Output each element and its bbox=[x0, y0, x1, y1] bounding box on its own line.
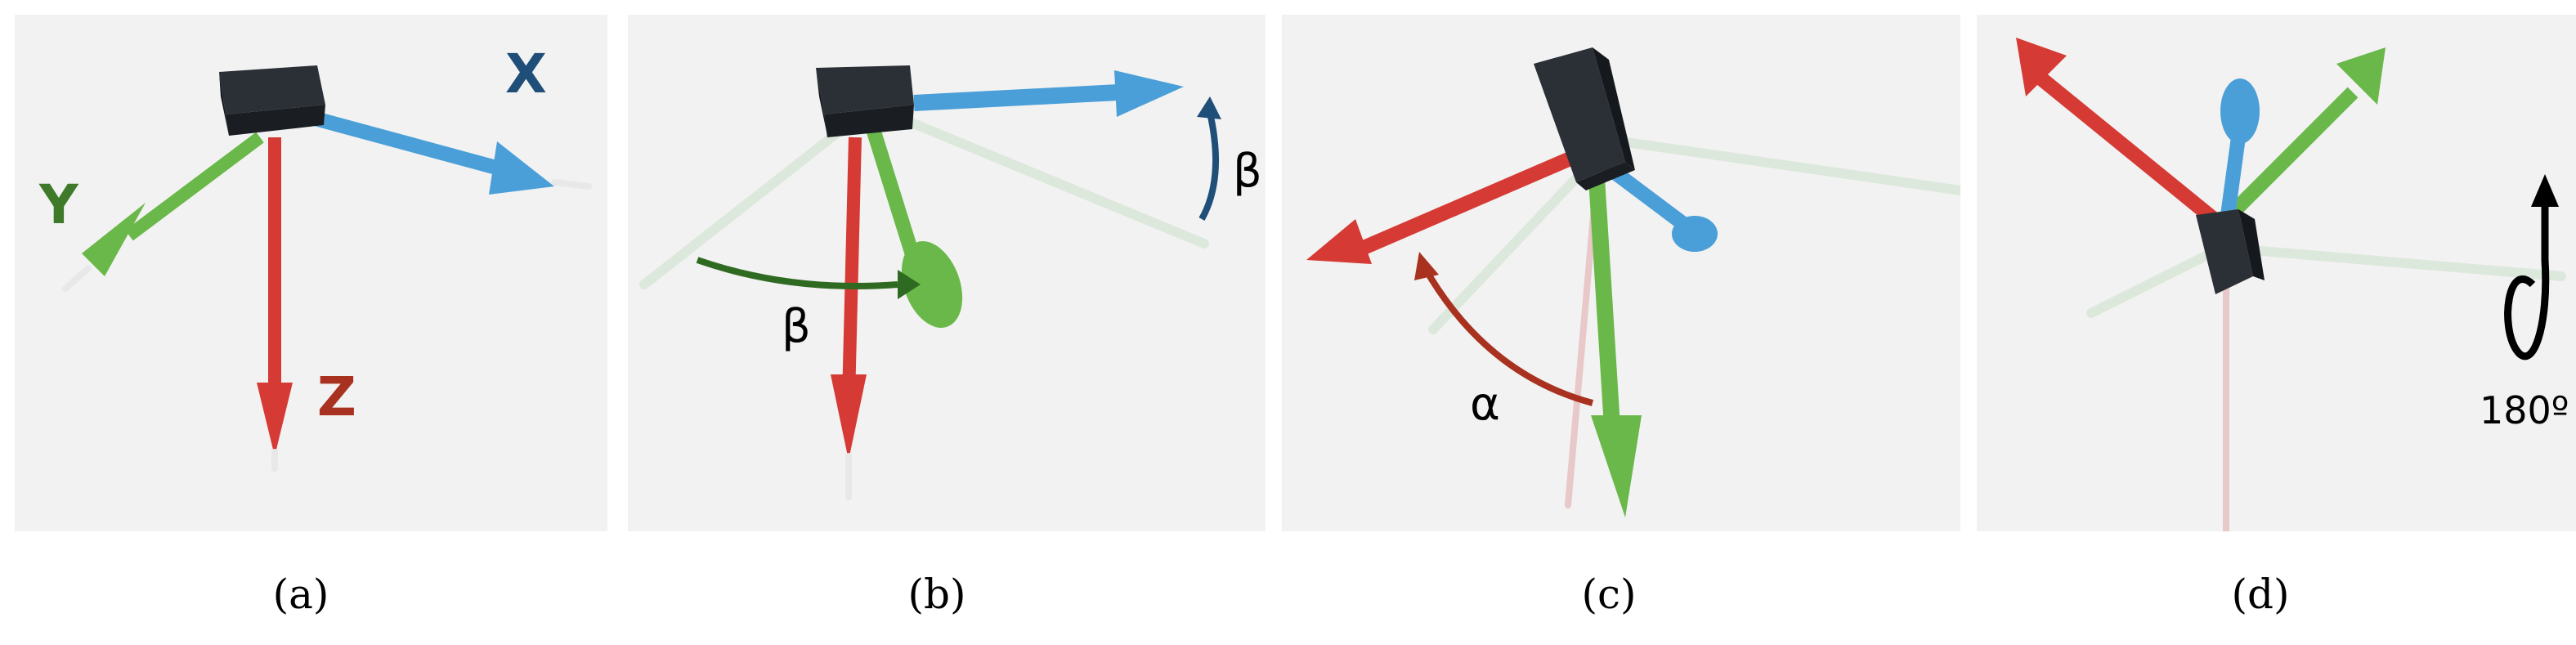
z-axis-shaft bbox=[1360, 150, 1575, 255]
x-axis-arrowhead bbox=[1672, 216, 1718, 252]
y-axis-label: Y bbox=[38, 173, 79, 236]
rotation-label: 180º bbox=[2480, 388, 2569, 432]
ghost-y-axis bbox=[2086, 247, 2219, 318]
rotation-arrowhead bbox=[1197, 96, 1221, 119]
sensor-cube-icon bbox=[816, 65, 914, 137]
rotation-arrow-icon bbox=[1198, 112, 1220, 221]
rotation-arrowhead bbox=[2531, 174, 2559, 207]
y-axis-shaft bbox=[1588, 177, 1621, 441]
z-axis-arrowhead bbox=[831, 374, 867, 460]
panel-c: α bbox=[1282, 15, 1960, 531]
z-axis-arrowhead bbox=[1306, 219, 1372, 264]
panel-a-diagram: X Y Z bbox=[38, 43, 592, 472]
sensor-cube-icon bbox=[1534, 47, 1635, 190]
ghost-y-axis bbox=[1428, 173, 1581, 334]
y-axis-arrowhead bbox=[1591, 415, 1642, 517]
x-axis-tail bbox=[551, 179, 592, 190]
x-axis-arrowhead bbox=[1114, 70, 1184, 117]
angle-label-beta-2: β bbox=[1233, 145, 1262, 198]
panel-b: β β bbox=[628, 15, 1266, 531]
x-axis-shaft bbox=[913, 84, 1119, 111]
z-axis-shaft bbox=[842, 137, 862, 400]
ghost-x-axis bbox=[1588, 132, 1960, 195]
y-axis-shaft bbox=[125, 132, 264, 241]
x-axis-label: X bbox=[505, 43, 547, 105]
caption-c: (c) bbox=[1581, 571, 1637, 618]
y-axis-arrowhead bbox=[2336, 47, 2386, 105]
panel-a: X Y Z bbox=[15, 15, 607, 531]
panel-c-diagram: α bbox=[1306, 47, 1960, 517]
z-axis-arrowhead bbox=[257, 383, 293, 456]
sensor-cube-icon bbox=[219, 65, 325, 136]
x-axis-arrowhead bbox=[2220, 78, 2260, 144]
sensor-cube-icon bbox=[2196, 209, 2265, 294]
rotation-arrow-icon bbox=[1422, 267, 1594, 406]
x-axis-arrowhead bbox=[489, 141, 554, 195]
ghost-x-axis bbox=[893, 112, 1209, 249]
rotation-arrow-icon bbox=[2504, 203, 2550, 361]
x-axis-shaft bbox=[307, 110, 508, 177]
panel-b-diagram: β β bbox=[639, 65, 1262, 500]
z-axis-label: Z bbox=[317, 365, 356, 428]
y-axis-shaft bbox=[866, 127, 921, 262]
y-axis-arrowhead bbox=[82, 203, 146, 276]
panel-d-diagram: 180º bbox=[2016, 38, 2569, 531]
rotation-arrowhead bbox=[1414, 252, 1439, 280]
ghost-x-axis bbox=[2217, 243, 2566, 281]
angle-label-alpha: α bbox=[1470, 378, 1500, 431]
y-axis-arrowhead bbox=[901, 241, 963, 328]
z-axis-shaft bbox=[2033, 70, 2219, 225]
caption-d: (d) bbox=[2231, 571, 2290, 618]
y-axis-shaft bbox=[2220, 87, 2359, 225]
rotation-arrowhead bbox=[898, 270, 921, 299]
ghost-y-axis bbox=[639, 124, 847, 289]
z-axis-arrowhead bbox=[2016, 38, 2067, 96]
rotation-arrow-icon bbox=[696, 257, 898, 289]
caption-a: (a) bbox=[272, 571, 329, 618]
panel-d: 180º bbox=[1977, 15, 2576, 531]
caption-b: (b) bbox=[907, 571, 966, 618]
y-axis-tail bbox=[62, 265, 92, 292]
angle-label-beta-1: β bbox=[782, 300, 811, 353]
